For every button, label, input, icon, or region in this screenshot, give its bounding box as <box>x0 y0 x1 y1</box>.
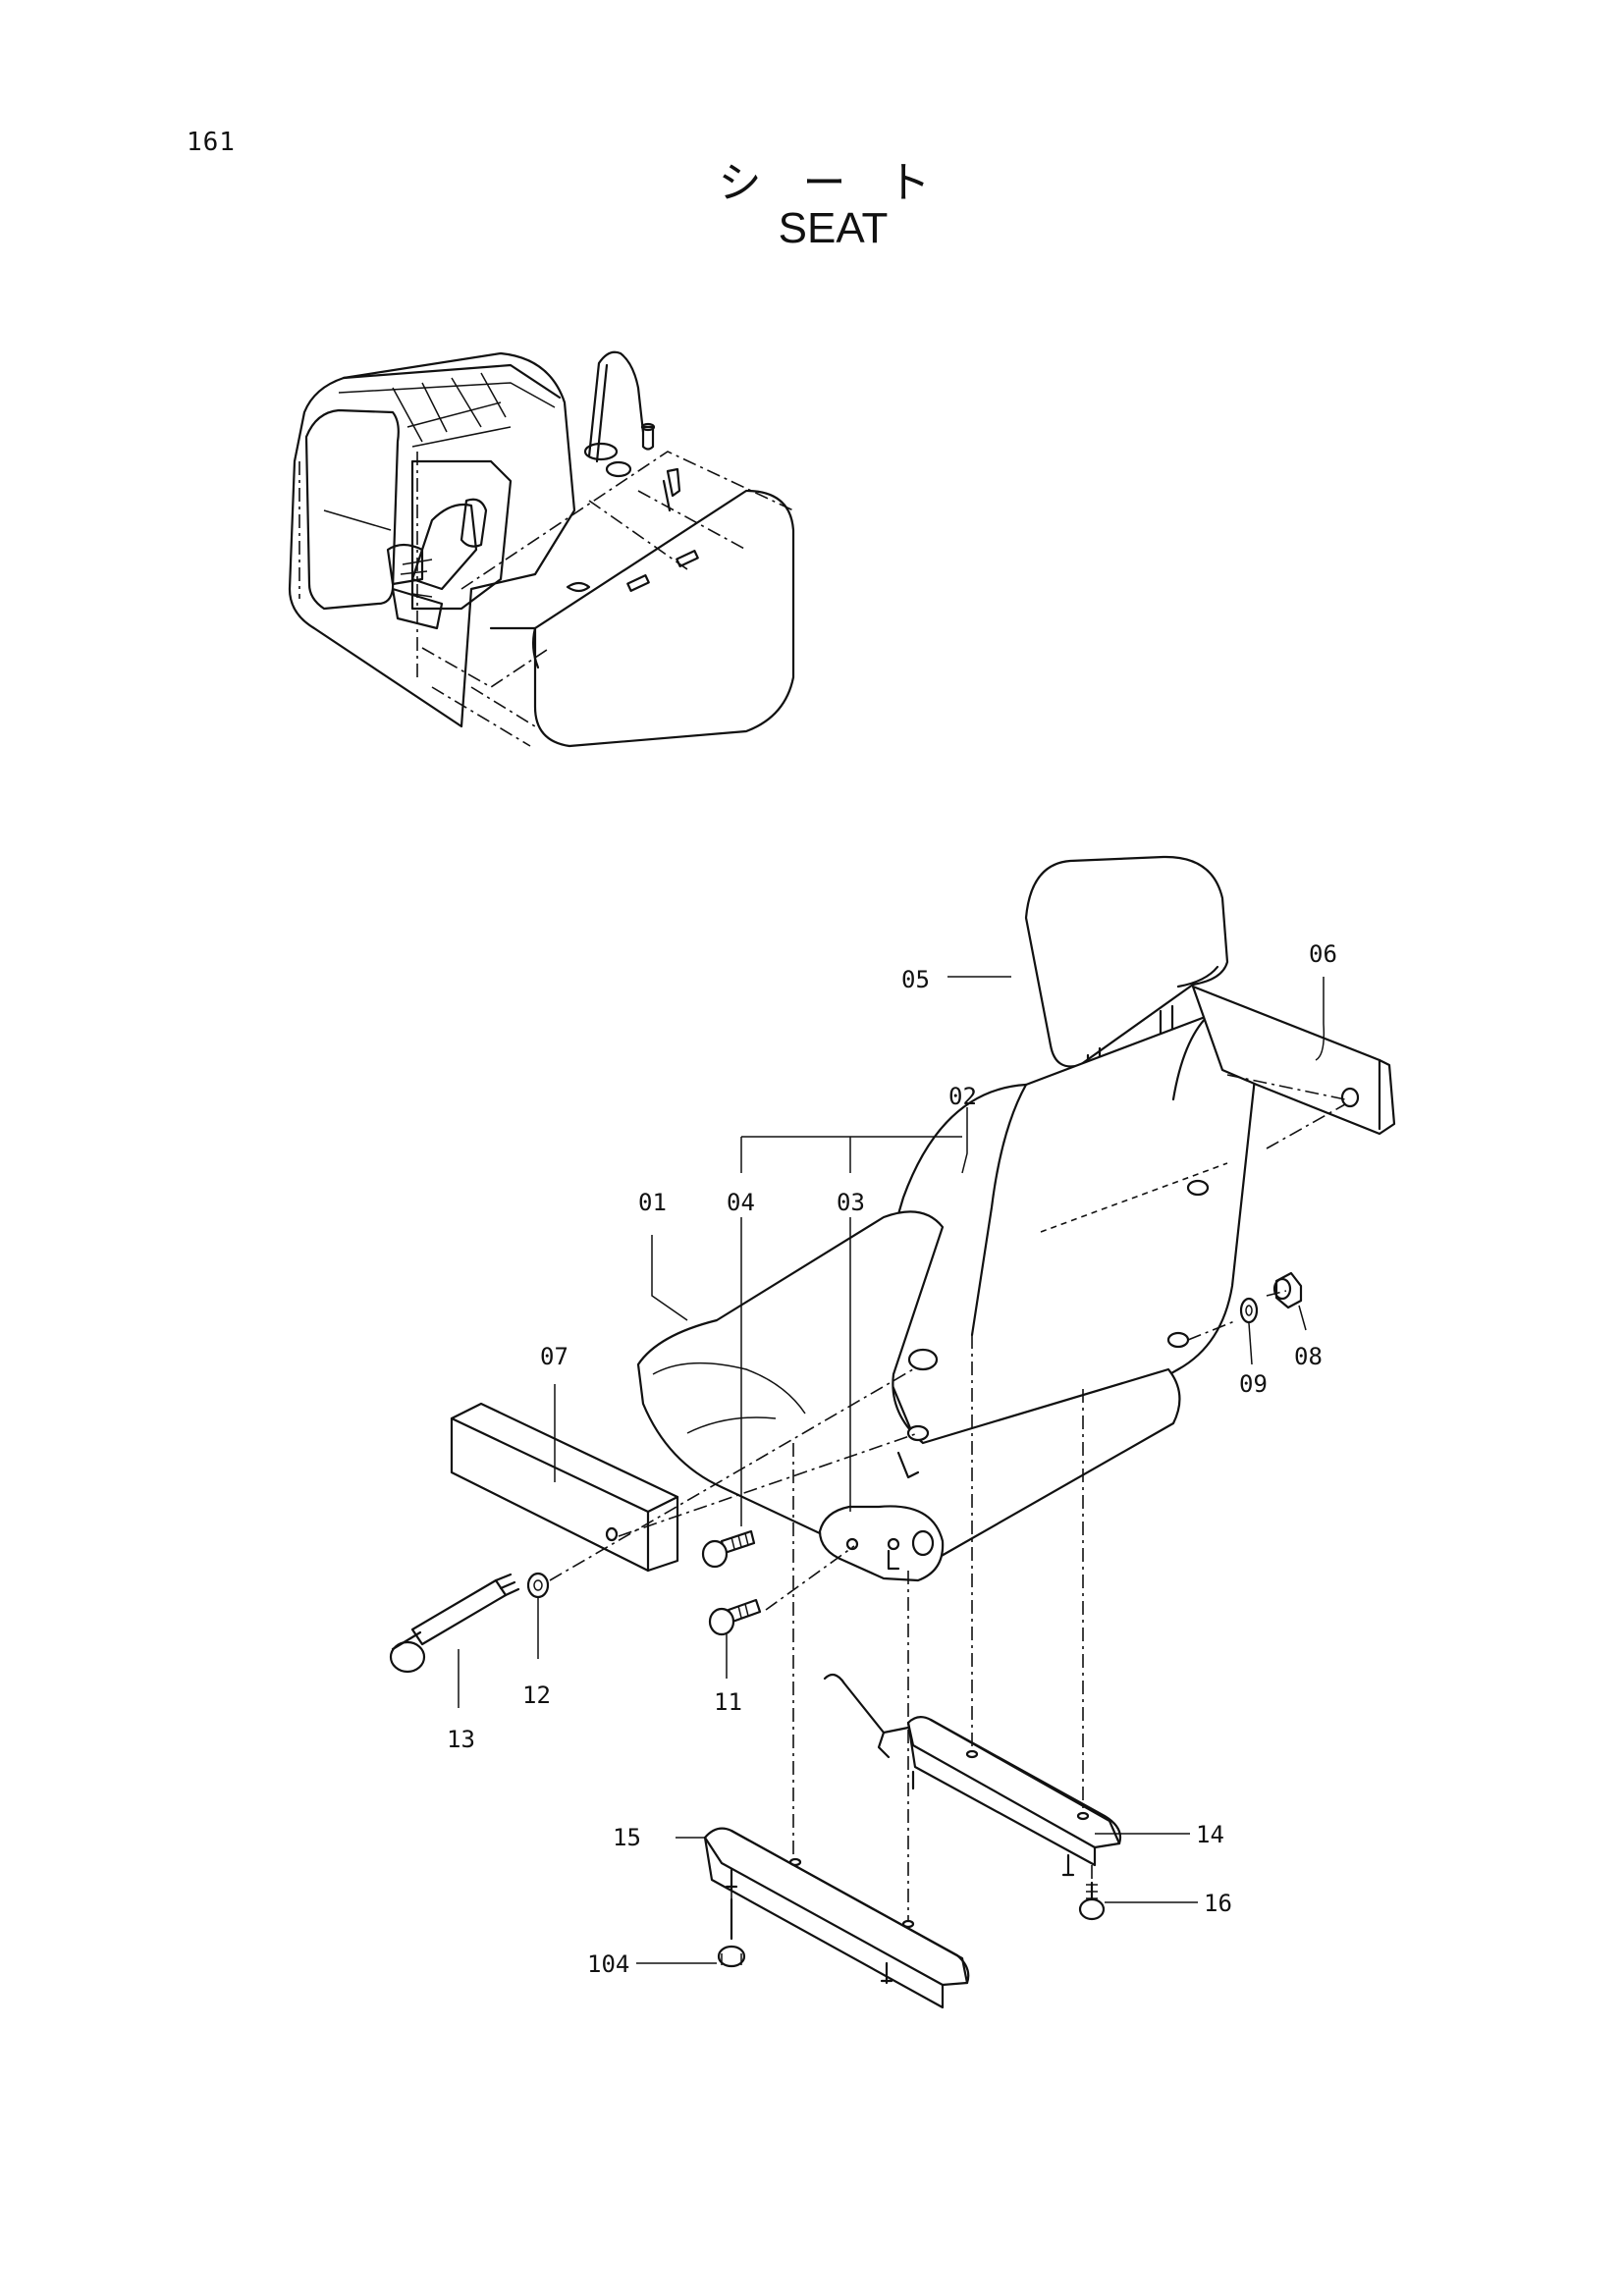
callout-02: 02 <box>948 1083 977 1110</box>
callout-13: 13 <box>447 1726 475 1753</box>
callout-104: 104 <box>587 1950 629 1978</box>
callout-05: 05 <box>901 966 930 993</box>
callout-14: 14 <box>1196 1821 1224 1848</box>
callout-07: 07 <box>540 1343 568 1370</box>
bolt-13 <box>389 1573 520 1674</box>
bracket-lever <box>818 1505 945 1582</box>
title-japanese: シ ー ト <box>718 158 945 208</box>
armrest-right <box>1191 985 1396 1136</box>
callout-15: 15 <box>613 1824 641 1851</box>
title-english: SEAT <box>778 204 889 252</box>
seat-cushion <box>636 1210 1181 1569</box>
callout-08: 08 <box>1294 1343 1323 1370</box>
callout-12: 12 <box>522 1682 551 1709</box>
callout-04: 04 <box>727 1189 755 1216</box>
callout-03: 03 <box>837 1189 865 1216</box>
seat-exploded-view <box>389 855 1396 2009</box>
callout-01: 01 <box>638 1189 667 1216</box>
page-number: 161 <box>187 128 236 157</box>
callout-16: 16 <box>1204 1890 1232 1917</box>
slide-rail-15 <box>703 1827 970 2009</box>
callout-11: 11 <box>714 1688 742 1716</box>
machine-overview <box>288 350 795 748</box>
callout-09: 09 <box>1239 1370 1268 1398</box>
armrest-left <box>450 1402 679 1573</box>
callout-leaders <box>458 976 1325 1964</box>
callout-06: 06 <box>1309 940 1337 968</box>
slide-rail-14 <box>823 1673 1122 1877</box>
